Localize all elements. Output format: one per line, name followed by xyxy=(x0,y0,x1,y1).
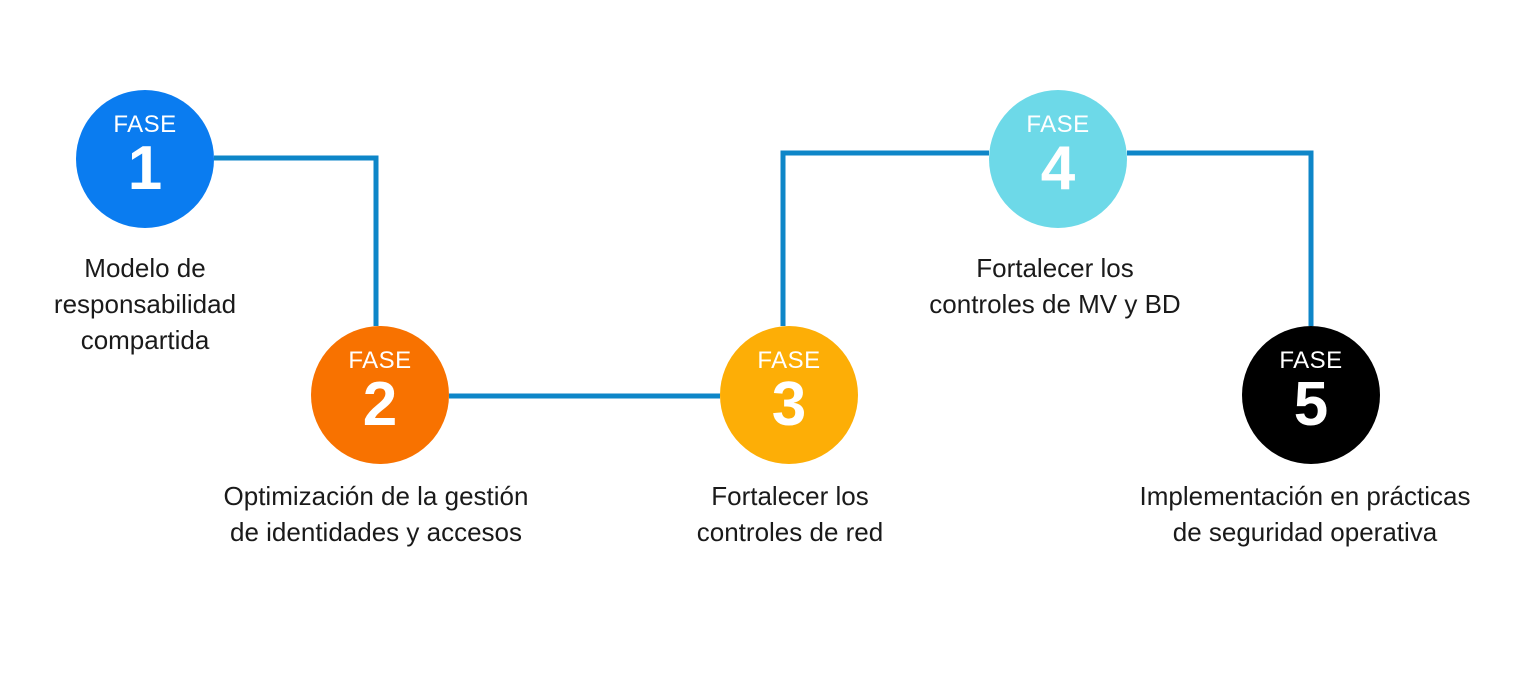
phase-4-caption: Fortalecer los controles de MV y BD xyxy=(880,250,1230,322)
phase-1-circle: FASE 1 xyxy=(76,90,214,228)
phase-1-number: 1 xyxy=(127,134,163,203)
phase-5-circle: FASE 5 xyxy=(1242,326,1380,464)
phase-1-caption-line: compartida xyxy=(80,325,210,355)
phase-5-label: FASE xyxy=(1279,347,1343,374)
connector-phase-4-to-5 xyxy=(1127,150,1314,326)
phase-3-label: FASE xyxy=(757,347,821,374)
phase-3-caption-line: Fortalecer los xyxy=(711,481,869,511)
phase-1-caption-line: responsabilidad xyxy=(53,289,237,319)
phase-2-caption-line: Optimización de la gestión xyxy=(223,481,529,511)
phase-5-caption-line: de seguridad operativa xyxy=(1172,517,1438,547)
phase-5-caption: Implementación en prácticas de seguridad… xyxy=(1090,478,1520,550)
phase-5-number: 5 xyxy=(1293,370,1329,439)
phase-3-caption: Fortalecer los controles de red xyxy=(640,478,940,550)
phase-3-circle: FASE 3 xyxy=(720,326,858,464)
phase-4-caption-line: controles de MV y BD xyxy=(929,289,1181,319)
phase-4-number: 4 xyxy=(1040,134,1076,203)
phase-4-caption-line: Fortalecer los xyxy=(976,253,1134,283)
phase-2-circle: FASE 2 xyxy=(311,326,449,464)
phase-3-number: 3 xyxy=(771,370,807,439)
phase-2-label: FASE xyxy=(348,347,412,374)
phase-4-circle: FASE 4 xyxy=(989,90,1127,228)
phase-2-number: 2 xyxy=(362,370,398,439)
phase-5-caption-line: Implementación en prácticas xyxy=(1139,481,1471,511)
phase-3-caption-line: controles de red xyxy=(696,517,884,547)
phase-1-caption: Modelo de responsabilidad compartida xyxy=(0,250,290,358)
connector-phase-1-to-2 xyxy=(214,155,379,326)
connector-phase-3-to-4 xyxy=(780,150,989,326)
phase-2-caption-line: de identidades y accesos xyxy=(230,517,522,547)
phase-4-label: FASE xyxy=(1026,111,1090,138)
phase-1-caption-line: Modelo de xyxy=(84,253,206,283)
phase-1-label: FASE xyxy=(113,111,177,138)
phase-2-caption: Optimización de la gestión de identidade… xyxy=(176,478,576,550)
